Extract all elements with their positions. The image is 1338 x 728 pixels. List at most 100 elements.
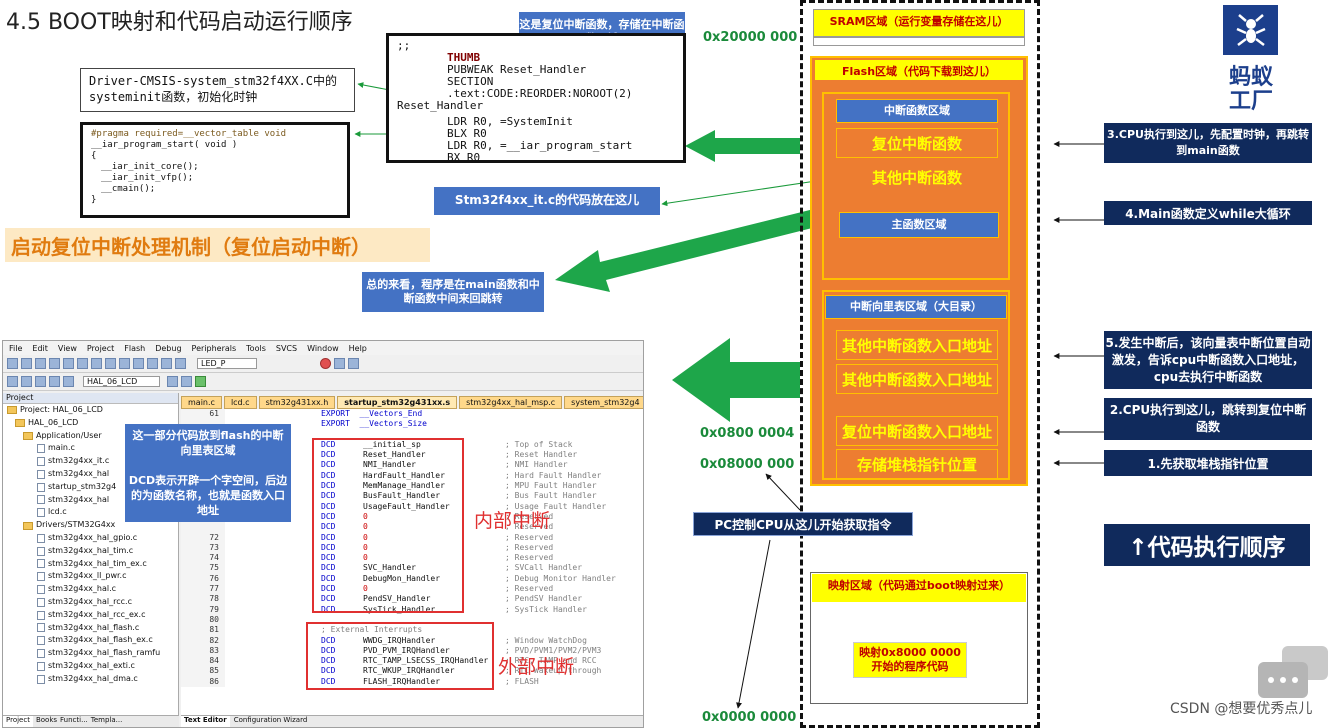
menu-view[interactable]: View [57,343,77,353]
menu-help[interactable]: Help [348,343,367,353]
ide-menubar: File Edit View Project Flash Debug Perip… [3,341,643,355]
chat-bubble-icon [1258,646,1328,698]
undo-icon[interactable] [105,358,116,369]
target-select[interactable]: LED_P [197,358,257,369]
debug-icon[interactable] [319,358,331,369]
tree-folder[interactable]: HAL_06_LCD [3,417,178,430]
compile-icon[interactable] [7,376,18,387]
menu-svcs[interactable]: SVCS [275,343,298,353]
c-code-box: #pragma required=__vector_table void __i… [80,122,350,218]
batch-icon[interactable] [63,376,74,387]
ide-toolbar-2: HAL_06_LCD [3,373,643,391]
tree-folder[interactable]: Drivers/STM32G4xx [3,519,178,532]
line-number: 80 [181,614,225,626]
bottom-tab-templates[interactable]: Templa... [90,716,123,724]
tree-folder[interactable]: Project: HAL_06_LCD [3,404,178,417]
open-icon[interactable] [21,358,32,369]
editor-tab-text[interactable]: Text Editor [181,716,230,727]
menu-tools[interactable]: Tools [246,343,266,353]
editor-tab-config[interactable]: Configuration Wizard [233,716,308,724]
bottom-tab-project[interactable]: Project [3,716,33,727]
tab-lcd-c[interactable]: lcd.c [223,396,257,409]
bookmark-icon[interactable] [133,358,144,369]
code-operand: NMI_Handler [363,460,416,470]
tab-stm32g431xx-h[interactable]: stm32g431xx.h [258,396,336,409]
line-number [181,522,225,533]
tab-startup[interactable]: startup_stm32g431xx.s [337,396,458,409]
bottom-tab-functions[interactable]: Functi... [60,716,88,724]
menu-window[interactable]: Window [307,343,339,353]
download-icon[interactable] [49,376,60,387]
tree-file[interactable]: stm32g4xx_hal_flash.c [3,622,178,635]
tree-file[interactable]: stm32g4xx_hal_rcc_ex.c [3,609,178,622]
tab-system[interactable]: system_stm32g4 [564,396,643,409]
tree-file[interactable]: stm32g4xx_hal_exti.c [3,660,178,673]
code-comment: ; RTC Wakeup through [505,666,602,676]
indent-icon[interactable] [147,358,158,369]
pack-icon[interactable] [195,376,207,387]
tree-item-label: Project: HAL_06_LCD [20,405,103,414]
paste-icon[interactable] [91,358,102,369]
menu-peripherals[interactable]: Peripherals [191,343,237,353]
code-comment: ; NMI Handler [505,460,568,470]
summary-callout: 总的来看，程序是在main函数和中断函数中间来回跳转 [362,272,544,312]
tree-file[interactable]: stm32g4xx_hal [3,468,178,481]
c-line: __iar_init_core(); [101,162,199,172]
line-number: 61 [181,409,225,420]
tree-file[interactable]: startup_stm32g4 [3,481,178,494]
code-comment: ; PendSV Handler [505,594,583,604]
tree-file[interactable]: stm32g4xx_hal_rcc.c [3,596,178,609]
c-line: __iar_program_start( void ) [91,140,238,150]
save-icon[interactable] [35,358,46,369]
tab-hal-msp[interactable]: stm32g4xx_hal_msp.c [459,396,563,409]
code-operand: 0 [363,553,368,563]
tree-file[interactable]: stm32g4xx_ll_pwr.c [3,570,178,583]
tree-file[interactable]: stm32g4xx_hal_flash_ex.c [3,634,178,647]
tree-item-label: stm32g4xx_hal_gpio.c [48,532,138,542]
menu-flash[interactable]: Flash [124,343,146,353]
tree-file[interactable]: stm32g4xx_it.c [3,455,178,468]
tree-file[interactable]: stm32g4xx_hal_tim.c [3,545,178,558]
tree-item-label: stm32g4xx_hal_rcc.c [48,596,132,606]
menu-edit[interactable]: Edit [32,343,48,353]
tree-file[interactable]: stm32g4xx_hal_flash_ramfu [3,647,178,660]
tree-file[interactable]: stm32g4xx_hal_gpio.c [3,532,178,545]
tree-folder[interactable]: Application/User [3,430,178,443]
save-all-icon[interactable] [49,358,60,369]
outdent-icon[interactable] [161,358,172,369]
tab-main-c[interactable]: main.c [181,396,222,409]
project-bottom-tabs: Project Books Functi... Templa... [3,715,179,727]
menu-debug[interactable]: Debug [155,343,182,353]
tree-file[interactable]: stm32g4xx_hal_tim_ex.c [3,558,178,571]
copy-icon[interactable] [77,358,88,369]
new-file-icon[interactable] [7,358,18,369]
step-4: 4.Main函数定义while大循环 [1104,201,1312,225]
ant-factory-logo [1223,5,1278,55]
options-icon[interactable] [167,376,179,387]
tree-file[interactable]: stm32g4xx_hal.c [3,583,178,596]
tree-file[interactable]: lcd.c [3,506,178,519]
bottom-tab-books[interactable]: Books [35,716,58,724]
ant-logo-icon [1235,14,1266,46]
manage-icon[interactable] [181,376,193,387]
tree-file[interactable]: stm32g4xx_hal_dma.c [3,673,178,686]
menu-file[interactable]: File [9,343,23,353]
breakpoint-icon[interactable] [333,358,345,369]
cut-icon[interactable] [63,358,74,369]
project-target-select[interactable]: HAL_06_LCD [83,376,161,387]
subtitle: 启动复位中断处理机制（复位启动中断） [5,228,430,262]
code-operand: Reset_Handler [363,450,426,460]
build-icon[interactable] [21,376,32,387]
tree-file[interactable]: main.c [3,442,178,455]
internal-interrupt-label: 内部中断 [474,510,551,532]
tree-item-label: Application/User [36,430,102,440]
rebuild-icon[interactable] [35,376,46,387]
redo-icon[interactable] [119,358,130,369]
csdn-watermark: CSDN @想要优秀点儿 [1170,701,1313,717]
code-directive: DCD [321,573,336,583]
config-icon[interactable] [347,358,359,369]
tree-file[interactable]: stm32g4xx_hal [3,494,178,507]
menu-project[interactable]: Project [86,343,115,353]
step-5: 5.发生中断后，该向量表中断位置自动激发，告诉cpu中断函数入口地址，cpu去执… [1104,331,1312,389]
find-icon[interactable] [175,358,186,369]
